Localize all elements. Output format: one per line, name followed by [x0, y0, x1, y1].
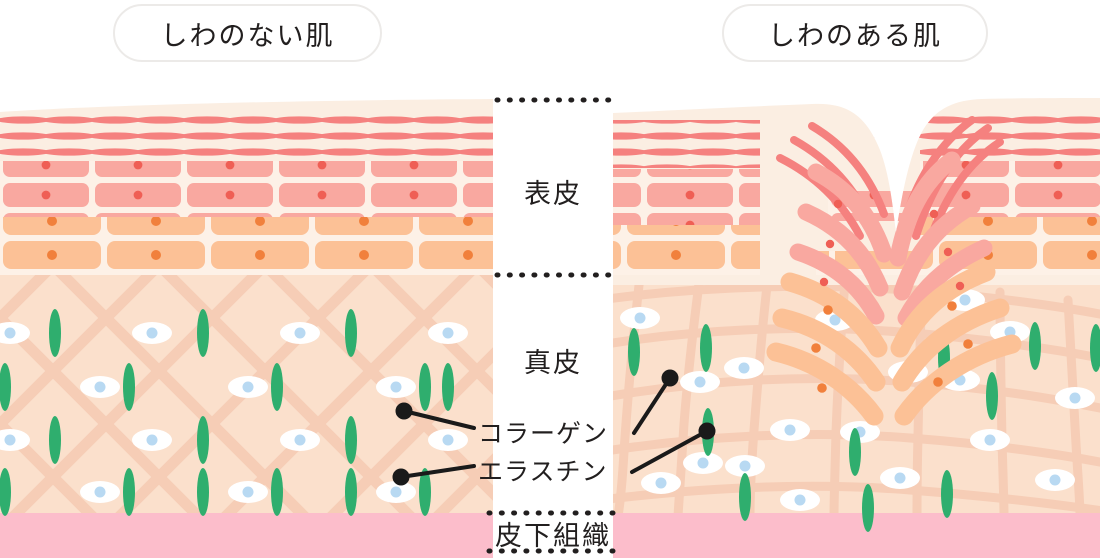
panel-title-smooth-skin: しわのない肌 [113, 4, 382, 62]
elastin-group-smooth [0, 309, 505, 516]
leader-dot-collagen-right [661, 369, 679, 387]
stratum-corneum-wrinkled-left [613, 120, 760, 168]
furrow-nuclei-spinous [819, 199, 965, 291]
panel-title-wrinkled-skin: しわのある肌 [722, 4, 988, 62]
furrow-spinous-right [889, 151, 993, 327]
leader-collagen-right [632, 376, 672, 435]
layer-label-epidermis: 表皮 [524, 179, 582, 209]
panel-wrinkled-skin [613, 98, 1100, 532]
leader-collagen-left [402, 409, 476, 430]
leader-lines [392, 369, 716, 486]
leader-dot-elastin-left [392, 468, 410, 486]
fibroblast-group-smooth [0, 322, 468, 503]
panel-title-wrinkled-skin-label: しわのある肌 [768, 20, 942, 51]
leader-dot-elastin-right [698, 422, 716, 440]
furrow-basal-right [890, 262, 1022, 426]
furrow-basal-left [766, 272, 888, 426]
layer-label-dermis: 真皮 [524, 348, 582, 378]
subcutis-layer-left [0, 513, 493, 558]
annotation-label-collagen: コラーゲン [478, 420, 609, 448]
leader-elastin-right [630, 429, 709, 474]
layer-label-subcutis: 皮下組織 [495, 521, 611, 551]
annotation-label-elastin: エラスチン [478, 458, 608, 486]
fibroblast-group-wrinkled [620, 289, 1095, 511]
leader-elastin-left [399, 464, 476, 479]
stratum-corneum-smooth [0, 112, 493, 160]
dotted-rule-group [486, 97, 620, 554]
panel-title-smooth-skin-label: しわのない肌 [160, 20, 335, 51]
subcutis-layer-right [613, 513, 1100, 558]
furrow-spinous-left [789, 163, 893, 325]
panel-smooth-skin [0, 99, 505, 516]
leader-dot-collagen-left [395, 402, 413, 420]
epidermis-wrinkled [613, 98, 1100, 426]
center-label-column [493, 0, 613, 558]
epidermis-basal-smooth [0, 217, 493, 275]
furrow-nuclei-basal [811, 301, 973, 393]
